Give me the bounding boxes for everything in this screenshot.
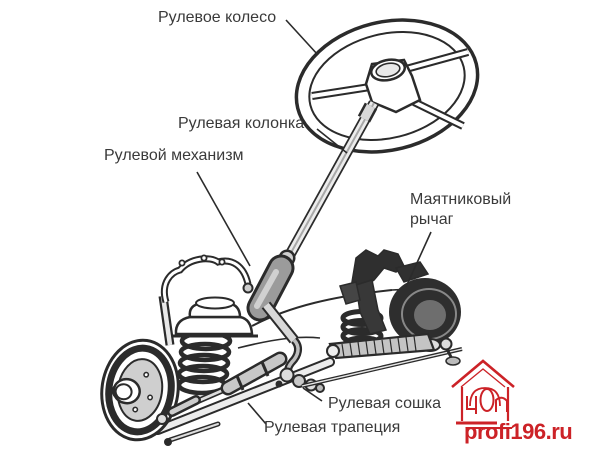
steering-column-shaft bbox=[282, 100, 379, 263]
logo-roof bbox=[451, 359, 515, 388]
wheel-spokes bbox=[311, 48, 470, 130]
lower-control-arm-left bbox=[153, 357, 335, 446]
left-tie-rod bbox=[152, 351, 288, 429]
watermark-house-logo bbox=[451, 359, 515, 429]
label-steering-column: Рулевая колонка bbox=[178, 115, 305, 132]
relay-rod bbox=[301, 347, 463, 388]
spring-seat-dome bbox=[172, 296, 258, 338]
steering-gearbox bbox=[246, 249, 299, 344]
leader-steering-trapezoid bbox=[247, 402, 267, 425]
label-pitman-arm: Рулевая сошка bbox=[328, 395, 442, 412]
lower-control-arm-right bbox=[326, 332, 461, 366]
logo-letter-ts bbox=[466, 396, 477, 414]
label-steering-trapezoid: Рулевая трапеция bbox=[264, 419, 401, 436]
leader-steering-wheel bbox=[285, 19, 319, 56]
leader-pendulum-arm bbox=[405, 231, 432, 288]
watermark-site-text: profi196.ru bbox=[464, 419, 573, 444]
coil-spring-left bbox=[176, 330, 233, 396]
logo-letter-p bbox=[495, 396, 508, 412]
pendulum-arm-assembly bbox=[339, 249, 430, 335]
label-pendulum-arm: Маятниковый рычаг bbox=[410, 191, 512, 228]
logo-letter-o bbox=[479, 388, 495, 412]
leader-steering-column bbox=[316, 128, 348, 154]
logo-arch bbox=[469, 387, 501, 407]
wheel-hub bbox=[364, 58, 422, 114]
label-steering-gear: Рулевой механизм bbox=[104, 147, 244, 164]
upper-control-arm-left bbox=[158, 254, 254, 346]
pitman-arm bbox=[275, 337, 325, 393]
steering-wheel bbox=[294, 18, 480, 154]
leader-steering-gear bbox=[196, 171, 251, 267]
label-steering-wheel: Рулевое колесо bbox=[158, 9, 277, 26]
leader-lines bbox=[196, 19, 432, 425]
leader-pitman-arm bbox=[302, 387, 323, 402]
logo-roof-inner bbox=[460, 368, 506, 388]
